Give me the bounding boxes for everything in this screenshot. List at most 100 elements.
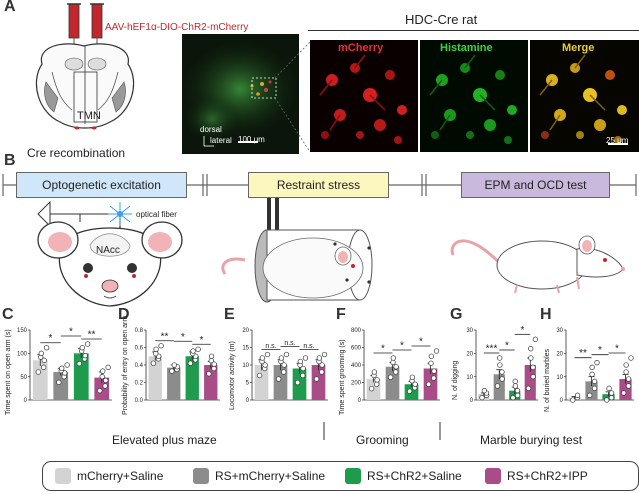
chart-g-point bbox=[512, 383, 519, 389]
chart-f-point bbox=[433, 348, 440, 354]
chart-g-point bbox=[497, 355, 503, 361]
chart-g-point bbox=[532, 336, 539, 342]
chart-g-point bbox=[528, 355, 534, 361]
dorsal-label: dorsal bbox=[200, 125, 222, 134]
chart-h-point bbox=[587, 392, 593, 398]
histamine-micrograph bbox=[420, 40, 528, 152]
chart-h-sig-label: * bbox=[615, 344, 619, 355]
chart-h-point bbox=[570, 397, 576, 403]
chart-c-point bbox=[41, 364, 47, 370]
chart-c-point bbox=[41, 357, 47, 363]
chart-d-point bbox=[195, 346, 201, 352]
chart-c-point bbox=[79, 345, 85, 351]
chart-d-ytick-label: 0.2 bbox=[135, 381, 144, 387]
chart-d-bar-1 bbox=[167, 367, 181, 400]
chart-g-ytick-label: 20 bbox=[466, 352, 473, 358]
marble-burying-title: Marble burying test bbox=[480, 433, 583, 447]
chart-c-point bbox=[59, 365, 65, 371]
chart-d-sig-label: * bbox=[200, 335, 204, 346]
chart-c-point bbox=[103, 377, 109, 384]
chart-h-point bbox=[623, 362, 629, 368]
charts-area: 050100150****0.00.20.40.60.8****05101520… bbox=[17, 325, 634, 404]
chart-f-point bbox=[390, 359, 396, 366]
chart-e-ytick-label: 5 bbox=[246, 381, 250, 387]
chart-h-sig-label: * bbox=[598, 345, 602, 356]
elevated-plus-maze-title: Elevated plus maze bbox=[112, 433, 217, 447]
chart-c-sig-label: * bbox=[49, 333, 53, 344]
legend-item-rs-chr2-ipp: RS+ChR2+IPP bbox=[485, 468, 588, 484]
chart-h-point bbox=[621, 390, 627, 396]
chart-e-point bbox=[264, 351, 271, 358]
chart-c-point bbox=[105, 364, 111, 370]
chart-e-point bbox=[259, 355, 266, 361]
chart-g-point bbox=[525, 385, 532, 391]
chart-e-point bbox=[316, 355, 323, 361]
mcherry-micrograph bbox=[310, 40, 418, 152]
legend-item-rs-mcherry-saline: RS+mCherry+Saline bbox=[193, 468, 325, 484]
chart-g-point bbox=[494, 383, 501, 389]
chart-d-point bbox=[169, 368, 175, 374]
legend-label: RS+mCherry+Saline bbox=[215, 469, 326, 483]
chart-e-point bbox=[281, 362, 287, 368]
panel-a-letter: A bbox=[4, 0, 16, 15]
hdc-cre-rat-title: HDC-Cre rat bbox=[405, 12, 478, 27]
chart-g-point bbox=[528, 346, 534, 352]
chart-d-point bbox=[206, 371, 212, 377]
chart-f-point bbox=[431, 368, 437, 374]
chart-e-point bbox=[319, 362, 325, 368]
chart-h-point bbox=[591, 378, 598, 384]
chart-c-bar-3 bbox=[94, 377, 110, 400]
panel-b-letter: B bbox=[4, 152, 16, 169]
chart-f-point bbox=[412, 381, 418, 387]
chart-e-point bbox=[283, 351, 290, 358]
chart-f-ytick-label: 800 bbox=[351, 328, 362, 334]
chart-e-point bbox=[321, 351, 328, 358]
chart-e-point bbox=[294, 379, 301, 386]
chart-g-point bbox=[510, 395, 516, 401]
chart-f-point bbox=[393, 369, 399, 375]
chart-c-sig-label: * bbox=[69, 327, 73, 338]
chart-f-point bbox=[368, 385, 375, 392]
chart-c-ytick-label: 150 bbox=[17, 328, 28, 334]
chart-g-sig-label: *** bbox=[486, 344, 498, 355]
chart-g-point bbox=[512, 378, 518, 384]
chart-c-point bbox=[102, 383, 108, 389]
chart-h-point bbox=[625, 383, 632, 389]
chart-f-point bbox=[387, 374, 394, 380]
hdc-cre-rat-bracket bbox=[308, 30, 639, 31]
chart-c-point bbox=[100, 368, 106, 374]
chart-d-bar-2 bbox=[185, 356, 199, 400]
optical-fiber-label: optical fiber bbox=[136, 210, 177, 219]
legend-item-mcherry-saline: mCherry+Saline bbox=[55, 468, 163, 484]
chart-f-point bbox=[428, 353, 435, 359]
merge-label: Merge bbox=[562, 42, 595, 54]
chart-e-point bbox=[300, 365, 306, 372]
lateral-label: lateral bbox=[210, 136, 232, 145]
chart-e-point bbox=[302, 355, 309, 361]
legend-swatch-rs-mcherry-saline bbox=[193, 468, 209, 484]
chart-f-point bbox=[428, 360, 434, 366]
chart-f-sig-label: * bbox=[419, 337, 423, 348]
chart-e-sig-label: n.s. bbox=[303, 343, 314, 350]
chart-f-point bbox=[409, 374, 416, 380]
chart-d-sig-label: * bbox=[181, 332, 185, 343]
panel-h-letter: H bbox=[540, 306, 552, 323]
group-brackets bbox=[323, 422, 441, 440]
histamine-label: Histamine bbox=[440, 42, 493, 54]
panel-g-letter: G bbox=[450, 306, 463, 323]
chart-e-point bbox=[275, 376, 282, 382]
chart-c-ytick-label: 50 bbox=[20, 375, 27, 381]
chart-h-ytick-label: 20 bbox=[556, 352, 563, 358]
chart-d-sig-label: ** bbox=[161, 331, 169, 342]
chart-e-point bbox=[319, 369, 325, 375]
virus-label: AAV-hEF1α-DIO-ChR2-mCherry bbox=[105, 22, 249, 33]
chart-h-ytick-label: 0 bbox=[560, 398, 564, 404]
chart-g-point bbox=[499, 369, 505, 375]
chart-f-point bbox=[374, 377, 380, 383]
chart-d-point bbox=[208, 357, 214, 364]
chart-f-point bbox=[431, 375, 437, 381]
chart-g-point bbox=[514, 392, 521, 398]
chart-d-ytick-label: 0.0 bbox=[135, 398, 144, 404]
chart-f-ytick-label: 200 bbox=[351, 381, 362, 387]
restrained-rat-illustration bbox=[221, 198, 373, 303]
